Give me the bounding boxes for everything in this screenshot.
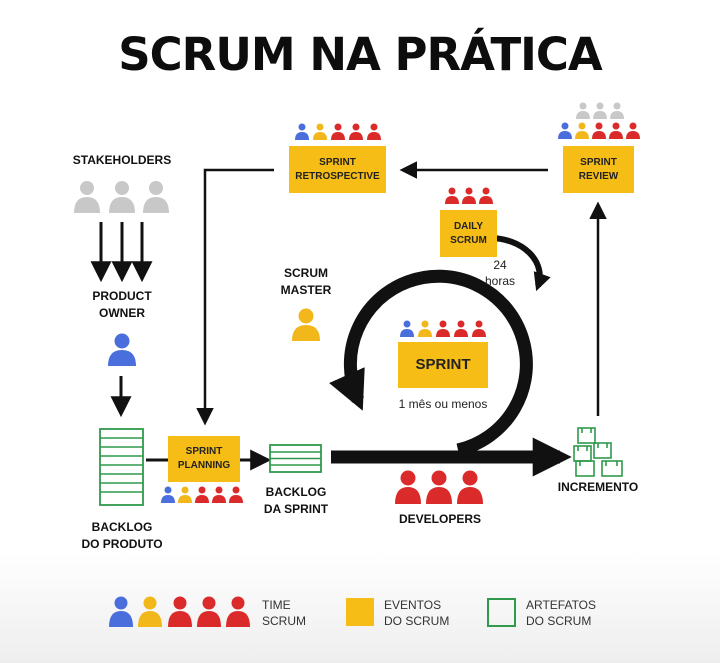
product-owner-label: PRODUCT OWNER bbox=[92, 289, 152, 320]
product-backlog-label: BACKLOG DO PRODUTO bbox=[81, 520, 163, 551]
daily-scrum-team-icon bbox=[445, 187, 493, 204]
sprint-backlog-artifact bbox=[269, 444, 322, 473]
daily-loop-arrow bbox=[489, 235, 551, 292]
legend-artifact-swatch bbox=[487, 598, 516, 627]
legend-team-icon bbox=[109, 596, 250, 627]
page-title: SCRUM NA PRÁTICA bbox=[118, 28, 602, 81]
sprint-planning-team-icon bbox=[161, 486, 243, 503]
sprint-team-icon bbox=[400, 320, 486, 337]
sprint-backlog-label: BACKLOG DA SPRINT bbox=[263, 485, 329, 516]
retrospective-to-planning-arrow bbox=[196, 168, 274, 426]
developers-label: DEVELOPERS bbox=[398, 512, 482, 526]
legend-event-label: EVENTOS DO SCRUM bbox=[384, 598, 450, 628]
stakeholders-people-icon bbox=[74, 181, 169, 213]
product-owner-icon bbox=[108, 333, 136, 366]
legend-team-label: TIME SCRUM bbox=[262, 598, 306, 628]
review-team-icon bbox=[558, 102, 640, 139]
retrospective-team-icon bbox=[295, 123, 381, 140]
daily-duration-note: 24 horas bbox=[484, 258, 516, 288]
scrum-master-icon bbox=[292, 308, 320, 341]
stakeholders-label: STAKEHOLDERS bbox=[72, 153, 172, 167]
developers-icon bbox=[395, 470, 483, 504]
sprint-event: SPRINT bbox=[398, 342, 488, 388]
increment-label: INCREMENTO bbox=[557, 480, 639, 494]
legend-event-swatch bbox=[346, 598, 374, 626]
scrum-master-label: SCRUM MASTER bbox=[280, 266, 332, 297]
legend-artifact-label: ARTEFATOS DO SCRUM bbox=[526, 598, 597, 628]
product-backlog-artifact bbox=[99, 428, 144, 506]
sprint-loop-arrow bbox=[329, 269, 533, 457]
increment-artifact bbox=[573, 427, 623, 477]
sprint-duration-note: 1 mês ou menos bbox=[398, 397, 488, 411]
